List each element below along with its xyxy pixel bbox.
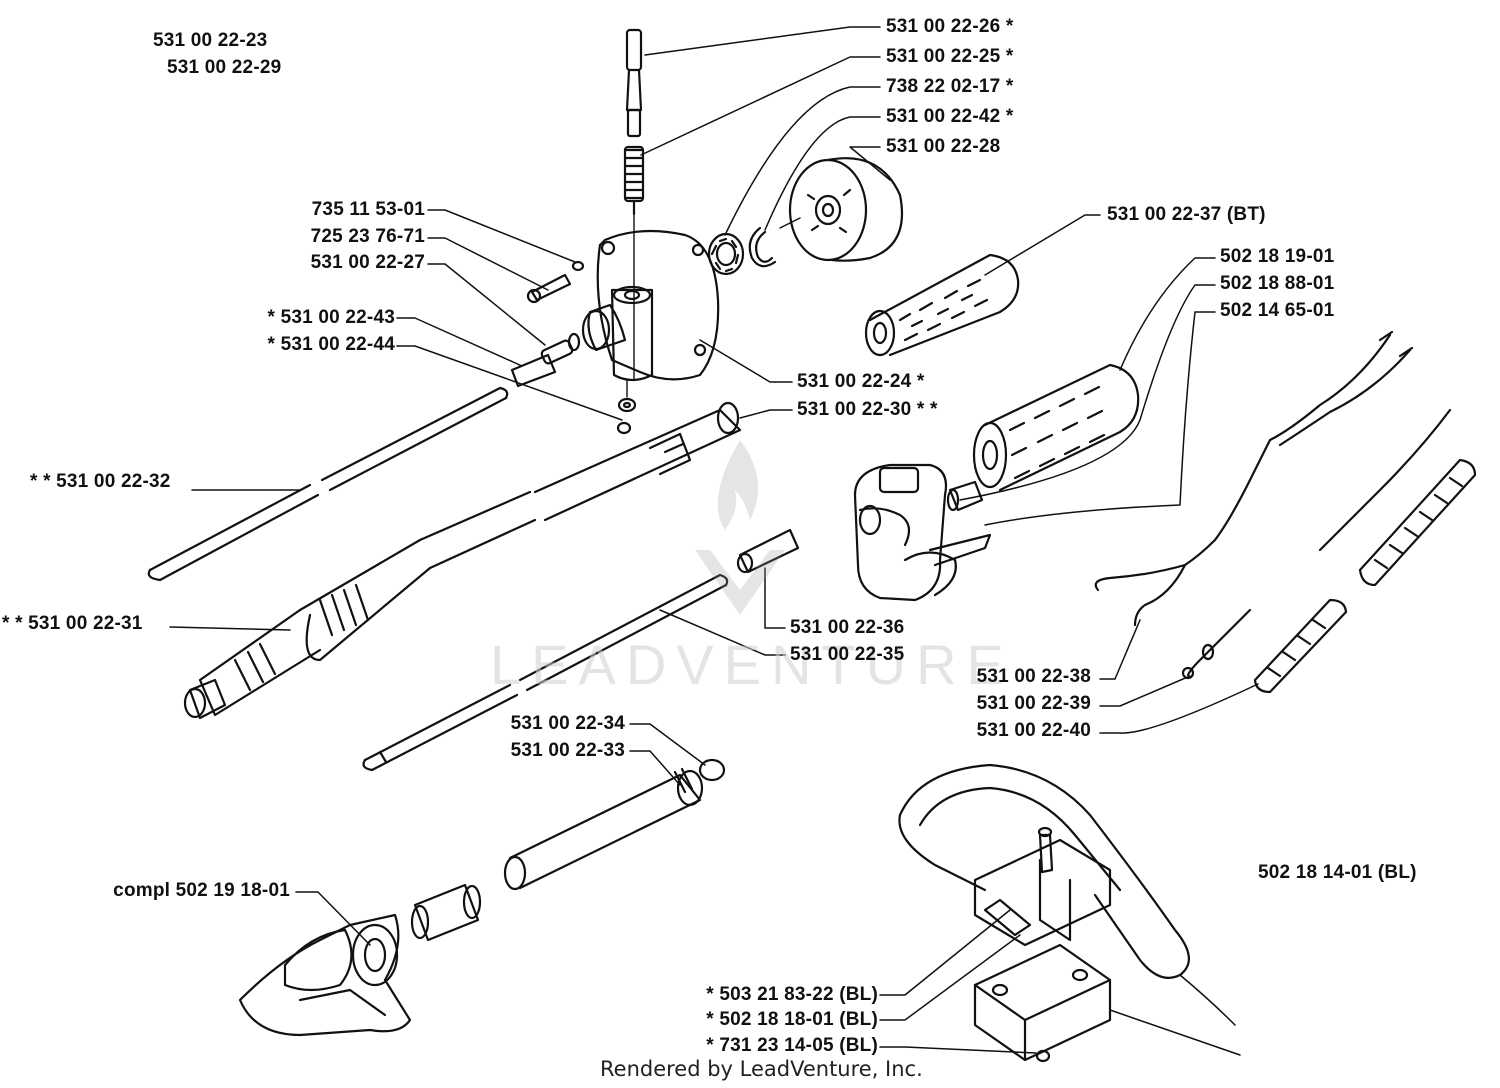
- part-label: 725 23 76-71: [310, 226, 425, 247]
- small-washers-part: [616, 379, 637, 435]
- grip-part: [864, 253, 1020, 357]
- part-label: compl 502 19 18-01: [113, 880, 290, 901]
- part-label: 531 00 22-36: [790, 617, 905, 638]
- part-label: 531 00 22-40: [976, 720, 1091, 741]
- part-label: 502 14 65-01: [1220, 300, 1335, 321]
- nipple-part: [540, 332, 581, 365]
- part-label: 531 00 22-42 *: [886, 106, 1014, 127]
- cable-sleeve-part: [1253, 458, 1477, 694]
- guard-part: [238, 913, 412, 1037]
- handle-grip-part: [972, 363, 1140, 492]
- part-label: 531 00 22-34: [510, 713, 625, 734]
- main-tube-part: [183, 401, 742, 720]
- part-label: * * 531 00 22-32: [30, 471, 171, 492]
- washer-part: [571, 260, 585, 272]
- part-label: 738 22 02-17 *: [886, 76, 1014, 97]
- part-label: * 503 21 83-22 (BL): [706, 984, 878, 1005]
- part-label: * 531 00 22-44: [267, 334, 395, 355]
- loop-handle-part: [898, 763, 1190, 979]
- part-label: 531 00 22-24 *: [797, 371, 925, 392]
- sleeve-part: [410, 883, 482, 942]
- part-label: 531 00 22-27: [310, 252, 425, 273]
- part-label: 502 18 14-01 (BL): [1258, 862, 1417, 883]
- clamp-part: [973, 943, 1112, 1063]
- title-number-2: 531 00 22-29: [167, 57, 282, 78]
- bearing-part: [707, 232, 745, 276]
- part-label: 502 18 19-01: [1220, 246, 1335, 267]
- part-label: 531 00 22-28: [886, 136, 1001, 157]
- part-label: 531 00 22-37 (BT): [1107, 204, 1266, 225]
- leader-lines: [169, 26, 1259, 1056]
- footer-credit: Rendered by LeadVenture, Inc.: [600, 1057, 923, 1081]
- part-label: * 731 23 14-05 (BL): [706, 1035, 878, 1056]
- spring-part: [623, 145, 645, 381]
- part-label: 531 00 22-39: [976, 693, 1091, 714]
- part-label: 531 00 22-38: [976, 666, 1091, 687]
- watermark-logo-icon: [695, 440, 785, 615]
- part-label: * 502 18 18-01 (BL): [706, 1009, 878, 1030]
- part-label: 531 00 22-30 * *: [797, 399, 938, 420]
- screw-part: [526, 273, 572, 304]
- drive-pin-part: [625, 28, 643, 138]
- lower-tube-part: [503, 767, 704, 891]
- o-ring-part: [698, 758, 726, 782]
- throttle-housing-part: [853, 463, 992, 602]
- gear-housing-part: [581, 229, 720, 382]
- part-label: 531 00 22-35: [790, 644, 905, 665]
- watermark-text: LEADVENTURE: [490, 633, 1014, 696]
- title-number-1: 531 00 22-23: [153, 30, 268, 51]
- stop-wire-part: [1094, 330, 1414, 627]
- part-label: 531 00 22-25 *: [886, 46, 1014, 67]
- part-label: 531 00 22-26 *: [886, 16, 1014, 37]
- clutch-drum-part: [779, 157, 904, 262]
- part-label: 531 00 22-33: [510, 740, 625, 761]
- inner-shaft-part: [362, 573, 729, 772]
- coupling-part: [736, 528, 800, 574]
- throttle-cable-part: [1181, 408, 1452, 680]
- part-label: 735 11 53-01: [311, 199, 425, 220]
- part-label: 502 18 88-01: [1220, 273, 1335, 294]
- part-label: * 531 00 22-43: [267, 307, 395, 328]
- circlip-part: [748, 226, 777, 268]
- part-label: * * 531 00 22-31: [2, 613, 143, 634]
- bushing-part: [510, 353, 557, 388]
- throttle-sleeve-part: [946, 480, 984, 512]
- drive-shaft-part: [147, 386, 509, 582]
